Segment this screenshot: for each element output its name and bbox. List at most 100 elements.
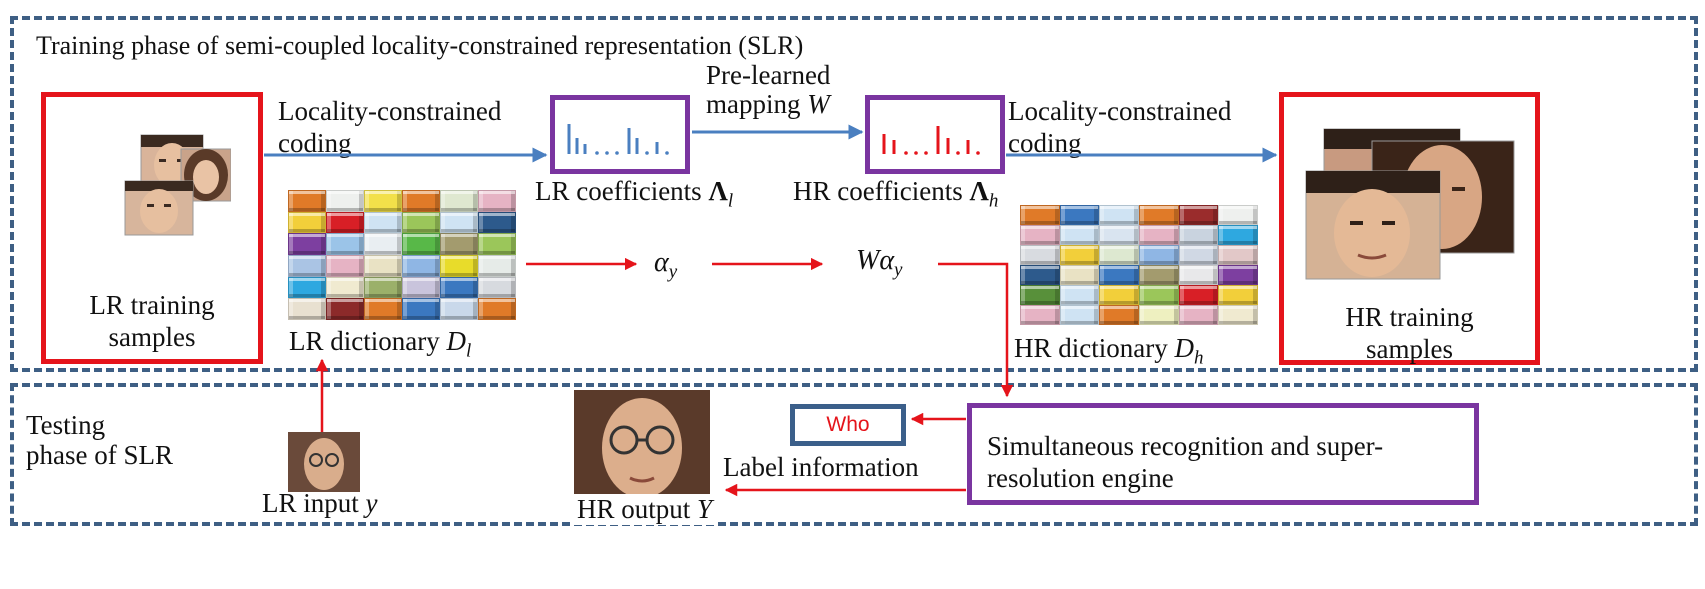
lr-face-2 bbox=[180, 148, 231, 202]
hr-dictionary-tile bbox=[1139, 285, 1179, 305]
hr-coeff-sub: h bbox=[988, 190, 999, 212]
hr-dictionary-tile bbox=[1059, 305, 1100, 325]
lr-dictionary-tile bbox=[326, 276, 364, 299]
hr-dictionary-tile bbox=[1178, 265, 1219, 285]
lr-dictionary-tile bbox=[440, 233, 478, 255]
lr-dictionary-tile bbox=[478, 298, 516, 320]
lr-dict-sub: l bbox=[465, 340, 472, 362]
lr-dictionary-tile bbox=[364, 190, 402, 212]
lr-dictionary-tile bbox=[440, 298, 478, 320]
lr-dictionary-tile bbox=[288, 190, 326, 212]
arrow-walpha-to-engine bbox=[938, 262, 1014, 398]
lr-dictionary-grid bbox=[288, 190, 516, 320]
lr-coeff-text: LR coefficients bbox=[535, 176, 702, 206]
hr-dictionary-tile bbox=[1139, 265, 1179, 285]
lr-dictionary-tile bbox=[440, 211, 478, 234]
hr-training-line1: HR training bbox=[1345, 302, 1474, 332]
lr-dictionary-tile bbox=[326, 211, 364, 234]
lr-dictionary-tile bbox=[364, 298, 402, 320]
hr-dictionary-tile bbox=[1139, 305, 1179, 325]
recognition-engine-label: Simultaneous recognition and super- reso… bbox=[987, 430, 1383, 494]
hr-dict-sub: h bbox=[1193, 347, 1204, 369]
hr-dictionary-tile bbox=[1059, 265, 1100, 285]
lr-dictionary-tile bbox=[478, 211, 516, 234]
hr-output-text: HR output bbox=[577, 494, 691, 524]
lr-dictionary-tile bbox=[326, 190, 364, 212]
hr-face-3 bbox=[1305, 170, 1441, 280]
hr-dictionary-tile bbox=[1099, 225, 1139, 245]
lr-dictionary-tile bbox=[402, 233, 440, 255]
lr-dictionary-tile bbox=[288, 211, 326, 234]
lr-training-samples-box: LR training samples bbox=[41, 92, 263, 364]
hr-dictionary-tile bbox=[1020, 245, 1060, 265]
hr-dictionary-tile bbox=[1059, 205, 1100, 225]
mapping-line1: Pre-learned bbox=[706, 60, 831, 90]
lr-dictionary-tile bbox=[402, 211, 440, 234]
lr-dictionary-tile bbox=[288, 276, 326, 299]
hr-dictionary-tile bbox=[1178, 245, 1219, 265]
w-alpha-y-label: Wαy bbox=[856, 245, 902, 286]
lr-dictionary-tile bbox=[402, 298, 440, 320]
lr-dictionary-tile bbox=[326, 255, 364, 277]
hr-dictionary-tile bbox=[1139, 205, 1179, 225]
hr-dictionary-tile bbox=[1099, 305, 1139, 325]
hr-dictionary-tile bbox=[1020, 225, 1060, 245]
hr-dictionary-tile bbox=[1020, 265, 1060, 285]
lr-dictionary-tile bbox=[440, 255, 478, 277]
lr-dictionary-tile bbox=[402, 190, 440, 212]
lr-dictionary-tile bbox=[478, 276, 516, 299]
recognition-engine-box: Simultaneous recognition and super- reso… bbox=[967, 403, 1479, 505]
walpha-symbol: Wα bbox=[856, 245, 895, 276]
lr-training-line1: LR training bbox=[89, 290, 215, 320]
engine-line1: Simultaneous recognition and super- bbox=[987, 431, 1384, 461]
lr-dictionary-tile bbox=[326, 298, 364, 320]
hr-dictionary-tile bbox=[1218, 225, 1258, 245]
lr-dict-symbol: D bbox=[446, 326, 466, 356]
lr-training-samples-label: LR training samples bbox=[46, 289, 258, 353]
lr-dictionary-tile bbox=[364, 211, 402, 234]
lr-dictionary-tile bbox=[288, 233, 326, 255]
lr-coefficients-box bbox=[550, 95, 690, 174]
lr-dictionary-tile bbox=[364, 255, 402, 277]
mapping-label: Pre-learned mapping W bbox=[706, 61, 830, 119]
coding-right-line1: Locality-constrained bbox=[1008, 96, 1232, 126]
testing-title-line1: Testing bbox=[26, 410, 106, 440]
hr-dictionary-tile bbox=[1020, 305, 1060, 325]
testing-phase-title: Testing phase of SLR bbox=[26, 410, 173, 470]
lr-input-face bbox=[288, 432, 360, 492]
lr-dictionary-tile bbox=[288, 298, 326, 320]
lr-coeff-sub: l bbox=[727, 190, 734, 212]
coding-left-label: Locality-constrained coding bbox=[278, 95, 501, 159]
hr-face-thumbnails bbox=[1305, 128, 1515, 280]
lr-dictionary-tile bbox=[288, 255, 326, 277]
hr-dict-symbol: D bbox=[1174, 333, 1194, 363]
hr-dictionary-tile bbox=[1059, 245, 1100, 265]
lr-input-symbol: y bbox=[365, 488, 378, 518]
lr-dictionary-tile bbox=[478, 255, 516, 277]
coding-left-line1: Locality-constrained bbox=[278, 96, 502, 126]
coding-right-line2: coding bbox=[1008, 128, 1082, 158]
hr-coefficient-bars bbox=[882, 126, 980, 155]
alpha-symbol: α bbox=[654, 247, 669, 278]
engine-line2: resolution engine bbox=[987, 463, 1174, 493]
lr-coefficient-bars bbox=[567, 124, 669, 155]
lr-dictionary-tile bbox=[326, 233, 364, 255]
lr-dictionary-tile bbox=[364, 276, 402, 299]
lr-dictionary-tile bbox=[478, 190, 516, 212]
testing-title-line2: phase of SLR bbox=[26, 440, 173, 470]
training-phase-title: Training phase of semi-coupled locality-… bbox=[36, 31, 804, 60]
hr-dictionary-tile bbox=[1139, 245, 1179, 265]
hr-dictionary-tile bbox=[1218, 245, 1258, 265]
hr-coeff-text: HR coefficients bbox=[793, 176, 963, 206]
lr-face-3 bbox=[124, 180, 194, 236]
hr-dictionary-tile bbox=[1218, 285, 1258, 305]
coding-left-line2: coding bbox=[278, 128, 352, 158]
alpha-y-label: αy bbox=[654, 247, 677, 288]
hr-dictionary-tile bbox=[1178, 225, 1219, 245]
hr-dictionary-tile bbox=[1059, 225, 1100, 245]
hr-output-symbol: Y bbox=[697, 494, 713, 524]
lr-dictionary-tile bbox=[478, 233, 516, 255]
label-information-text: Label information bbox=[723, 452, 919, 482]
lr-dict-text: LR dictionary bbox=[289, 326, 440, 356]
